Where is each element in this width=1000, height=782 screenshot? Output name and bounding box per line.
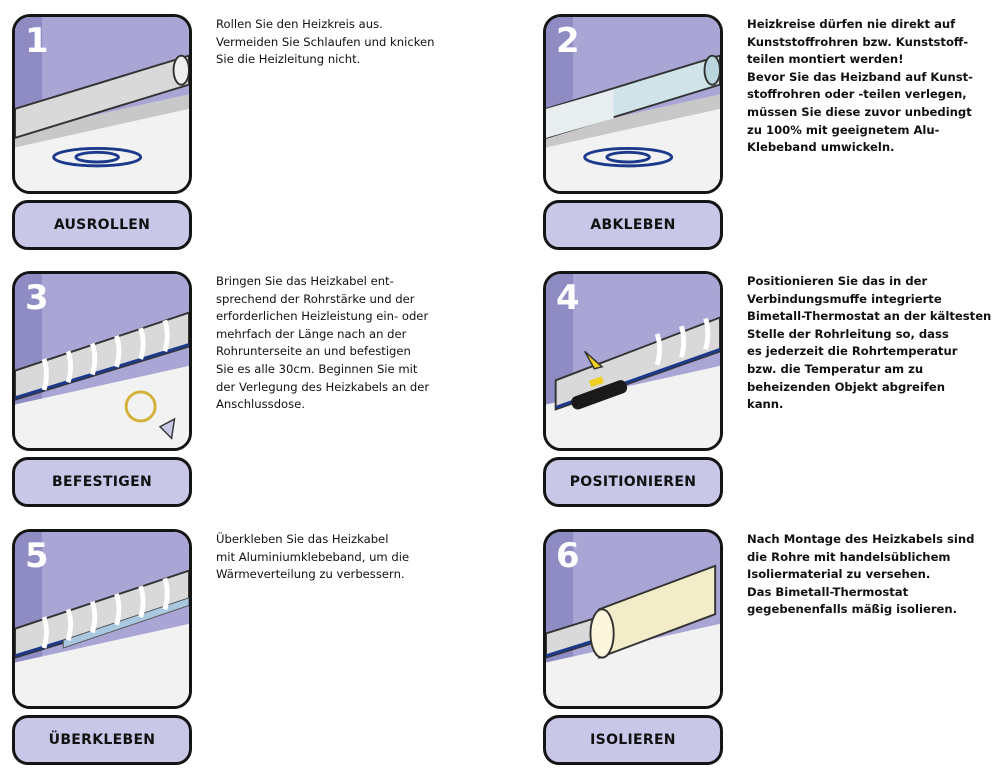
step-5-title: ÜBERKLEBEN (12, 715, 192, 765)
insulation-illustration (546, 532, 720, 706)
step-4-number: 4 (556, 278, 580, 318)
step-5: 5 ÜBERKLEBEN Überkleben Sie das Heizkabe… (12, 529, 492, 779)
step-6-illustration: 6 (543, 529, 723, 709)
step-2-illustration: 2 (543, 14, 723, 194)
step-6-title: ISOLIEREN (543, 715, 723, 765)
step-1-illustration: 1 (12, 14, 192, 194)
cable-fixing-illustration (15, 274, 189, 448)
step-1: 1 AUSROLLEN Rollen Sie den Heizkreis aus… (12, 14, 492, 264)
step-2-title: ABKLEBEN (543, 200, 723, 250)
step-2-number: 2 (556, 21, 580, 61)
step-5-illustration: 5 (12, 529, 192, 709)
thermostat-positioning-illustration (546, 274, 720, 448)
step-5-description: Überkleben Sie das Heizkabel mit Alumini… (216, 532, 410, 582)
step-3-number: 3 (25, 278, 49, 318)
step-5-number: 5 (25, 536, 49, 576)
step-2-description: Heizkreise dürfen nie direkt auf Kunstst… (747, 17, 973, 155)
step-1-title: AUSROLLEN (12, 200, 192, 250)
step-1-description: Rollen Sie den Heizkreis aus. Vermeiden … (216, 17, 435, 67)
step-2: 2 ABKLEBEN Heizkreise dürfen nie direkt … (543, 14, 1000, 264)
aluminium-tape-illustration (15, 532, 189, 706)
step-3-illustration: 3 (12, 271, 192, 451)
step-1-number: 1 (25, 21, 49, 61)
step-3-title: BEFESTIGEN (12, 457, 192, 507)
step-3-description: Bringen Sie das Heizkabel ent- sprechend… (216, 274, 430, 412)
step-4-illustration: 4 (543, 271, 723, 451)
pipe-taping-illustration (546, 17, 720, 191)
step-3: 3 BEFESTIGEN Bringen Sie das Heizkabel e… (12, 271, 492, 521)
step-4-title: POSITIONIEREN (543, 457, 723, 507)
step-6-number: 6 (556, 536, 580, 576)
step-6-description: Nach Montage des Heizkabels sind die Roh… (747, 532, 975, 617)
step-6: 6 ISOLIEREN Nach Montage des Heizkabels … (543, 529, 1000, 779)
step-4: 4 POSITIONIEREN Positionieren Sie das in… (543, 271, 1000, 521)
pipe-unroll-illustration (15, 17, 189, 191)
step-4-description: Positionieren Sie das in der Verbindungs… (747, 274, 992, 412)
